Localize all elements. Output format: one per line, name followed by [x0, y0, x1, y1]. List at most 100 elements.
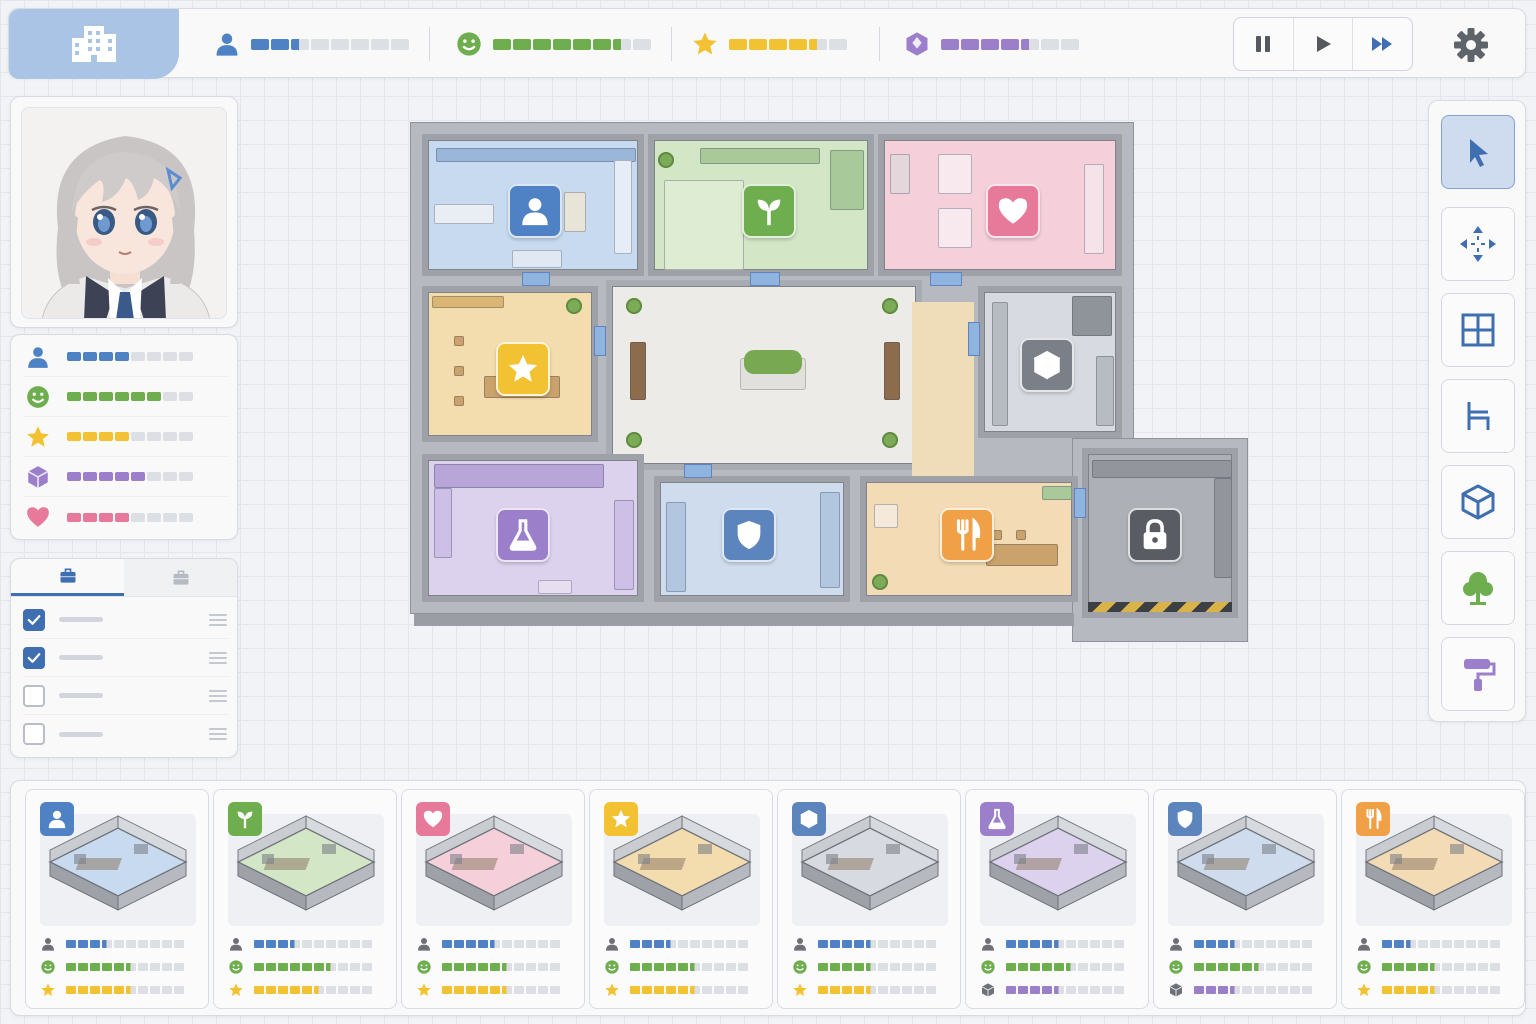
room-card[interactable] [25, 789, 209, 1009]
select-tool-button[interactable] [1441, 115, 1515, 189]
bar-segment [1218, 962, 1228, 971]
bar-segment [138, 962, 148, 971]
bar-segment [1442, 962, 1452, 971]
character-stats-panel [10, 334, 238, 540]
build-tools-panel [1428, 100, 1526, 722]
floor-plan-map[interactable] [410, 122, 1250, 644]
bar-segment [1206, 985, 1216, 994]
door[interactable] [522, 272, 550, 286]
room-marker-vault[interactable] [1128, 508, 1182, 562]
room-card[interactable] [213, 789, 397, 1009]
room-card[interactable] [589, 789, 773, 1009]
divider [671, 27, 672, 61]
room-marker-greenhouse[interactable] [742, 184, 796, 238]
bar-segment [493, 38, 511, 50]
bar-segment [83, 432, 97, 441]
bar-segment [1006, 939, 1016, 948]
fast-forward-button[interactable] [1353, 18, 1412, 70]
move-tool-button[interactable] [1441, 207, 1515, 281]
bar-segment [290, 985, 300, 994]
potted-plant [882, 298, 898, 314]
cabinet [1084, 164, 1104, 254]
room-card-stats [1356, 932, 1512, 1001]
paint-tool-button[interactable] [1441, 637, 1515, 711]
headquarters-button[interactable] [9, 9, 179, 79]
door[interactable] [684, 464, 712, 478]
room-marker-lab[interactable] [496, 508, 550, 562]
bar-segment [926, 939, 936, 948]
door[interactable] [1074, 488, 1086, 518]
furniture-tool-button[interactable] [1441, 379, 1515, 453]
room-grid-tool-button[interactable] [1441, 293, 1515, 367]
stool [538, 580, 572, 594]
door[interactable] [594, 326, 606, 356]
room-card[interactable] [401, 789, 585, 1009]
task-checkbox[interactable] [23, 684, 45, 707]
room-thumbnail [416, 814, 572, 926]
bar-segment [466, 985, 476, 994]
room-medical[interactable] [878, 134, 1122, 276]
play-button[interactable] [1294, 18, 1354, 70]
room-marker-medical[interactable] [986, 184, 1040, 238]
objects-tool-button[interactable] [1441, 465, 1515, 539]
bar-segment [1018, 939, 1028, 948]
tab-completed-tasks[interactable] [124, 559, 237, 596]
room-card-stat-bar [66, 939, 184, 948]
locker [890, 154, 910, 194]
room-marker-cafeteria[interactable] [940, 508, 994, 562]
room-card-badge [792, 802, 826, 836]
room-marker-office[interactable] [508, 184, 562, 238]
room-card-badge [1168, 802, 1202, 836]
drag-handle-icon[interactable] [209, 613, 227, 626]
bar-segment [502, 985, 512, 994]
door[interactable] [930, 272, 962, 286]
central-atrium[interactable] [606, 280, 922, 470]
room-marker-lounge[interactable] [496, 342, 550, 396]
bar-segment [1102, 962, 1112, 971]
bar-segment [842, 939, 852, 948]
room-marker-storage[interactable] [1020, 338, 1074, 392]
bar-segment [749, 38, 767, 50]
task-checkbox[interactable] [23, 723, 45, 745]
room-card-stat-bar [66, 962, 184, 971]
room-card-stat-bar [630, 962, 748, 971]
room-isometric-preview [48, 815, 188, 911]
door[interactable] [968, 322, 980, 356]
character-portrait[interactable] [21, 107, 227, 319]
bar-segment [174, 985, 184, 994]
counter [432, 296, 504, 308]
bar-segment [350, 962, 360, 971]
settings-button[interactable] [1449, 25, 1493, 65]
room-card-stat-bar [442, 985, 560, 994]
pause-button[interactable] [1234, 18, 1294, 70]
fork-knife-icon [956, 518, 981, 551]
door[interactable] [750, 272, 780, 286]
room-card[interactable] [965, 789, 1149, 1009]
bar-segment [526, 962, 536, 971]
task-checkbox[interactable] [23, 608, 45, 631]
person-icon [1358, 937, 1370, 951]
drag-handle-icon[interactable] [209, 651, 227, 664]
bar-segment [99, 472, 113, 481]
room-card[interactable] [1153, 789, 1337, 1009]
star-icon [693, 32, 717, 55]
room-card-stat [1168, 932, 1324, 955]
room-card-stat [1356, 978, 1512, 1001]
bar-segment [526, 985, 536, 994]
bar-segment [613, 38, 631, 50]
bar-segment [115, 512, 129, 522]
room-card[interactable] [777, 789, 961, 1009]
character-stat-bar [67, 512, 193, 522]
bar-segment [78, 985, 88, 994]
cube-icon [27, 465, 49, 488]
task-item [23, 715, 229, 753]
drag-handle-icon[interactable] [209, 689, 227, 702]
sprout-icon [757, 199, 781, 226]
tab-active-tasks[interactable] [11, 559, 124, 596]
bar-segment [514, 939, 524, 948]
task-checkbox[interactable] [23, 646, 45, 669]
decoration-tool-button[interactable] [1441, 551, 1515, 625]
drag-handle-icon[interactable] [209, 728, 227, 740]
room-card[interactable] [1341, 789, 1525, 1009]
room-marker-security[interactable] [722, 508, 776, 562]
